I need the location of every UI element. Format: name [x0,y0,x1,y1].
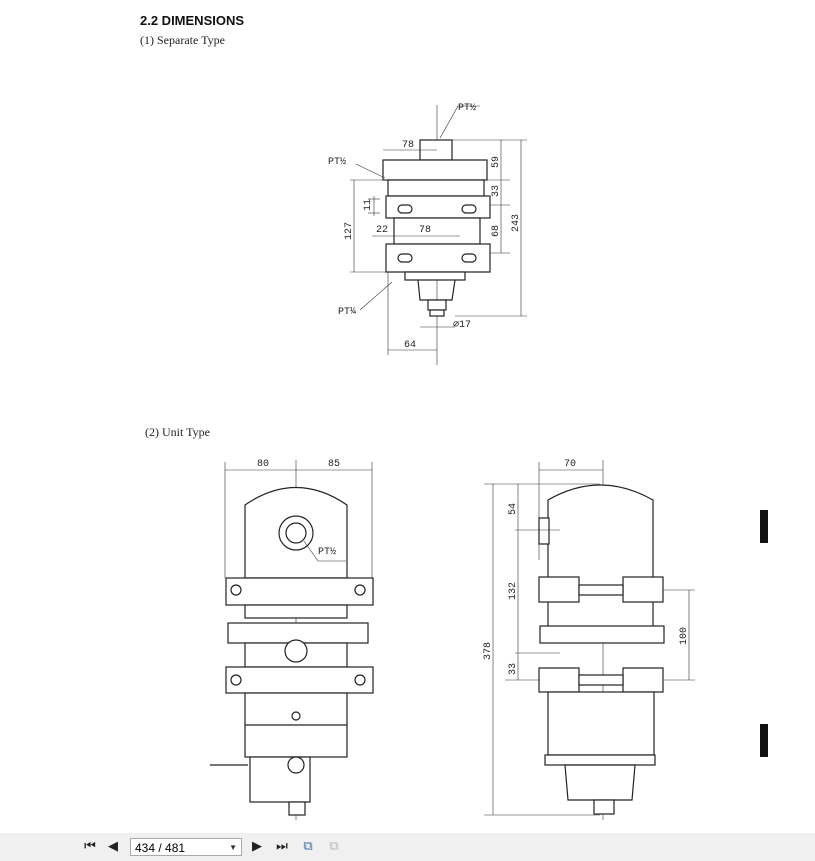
pt-half-label: PT½ [318,546,336,558]
first-page-button[interactable]: ⏮ [84,839,96,854]
dim-70: 70 [564,459,576,470]
technical-drawings: PT½ PT½ PT¼ 78 78 22 ⌀17 64 59 33 68 243… [210,102,695,820]
chevron-down-icon: ▼ [229,843,237,852]
last-page-button[interactable]: ⏭ [276,839,288,854]
separate-type-drawing: PT½ PT½ PT¼ 78 78 22 ⌀17 64 59 33 68 243… [328,102,527,365]
dim-54: 54 [508,503,519,515]
dim-64: 64 [404,340,416,351]
dim-378: 378 [483,642,494,660]
dim-78-mid: 78 [419,225,431,236]
page-compare-icon[interactable]: ⧉ [329,839,339,854]
dim-68: 68 [491,225,502,237]
dim-100: 100 [679,627,690,645]
next-page-button[interactable]: ▶ [252,839,262,854]
dim-132: 132 [508,582,519,600]
dim-11: 11 [363,199,374,211]
page-edge-mark [760,510,768,543]
rotate-page-icon[interactable]: ⧉ [303,839,313,854]
section-heading: 2.2 DIMENSIONS [140,13,245,28]
page-number-select[interactable]: 434 / 481 ▼ [130,838,242,856]
dim-127: 127 [344,222,355,240]
dim-78-top: 78 [402,140,414,151]
page-number-value: 434 / 481 [135,841,186,855]
dim-33: 33 [491,185,502,197]
dim-243: 243 [511,214,522,232]
subsection-unit-type: (2) Unit Type [145,425,210,439]
dim-33: 33 [508,663,519,675]
dim-80: 80 [257,459,269,470]
pt-half-left-label: PT½ [328,156,346,168]
pt-quarter-label: PT¼ [338,306,356,318]
dim-22: 22 [376,225,388,236]
subsection-separate-type: (1) Separate Type [140,33,225,47]
unit-type-side-drawing: 70 54 132 378 33 100 [483,459,695,820]
unit-type-front-drawing: PT½ 80 85 [210,459,374,820]
previous-page-button[interactable]: ◀ [108,839,118,854]
pt-half-top-label: PT½ [458,102,476,114]
dim-85: 85 [328,459,340,470]
dim-59: 59 [491,156,502,168]
dim-diameter-17: ⌀17 [453,320,471,331]
page-edge-mark [760,724,768,757]
page-navigation-toolbar: ⏮ ◀ 434 / 481 ▼ ▶ ⏭ ⧉ ⧉ [0,833,815,861]
